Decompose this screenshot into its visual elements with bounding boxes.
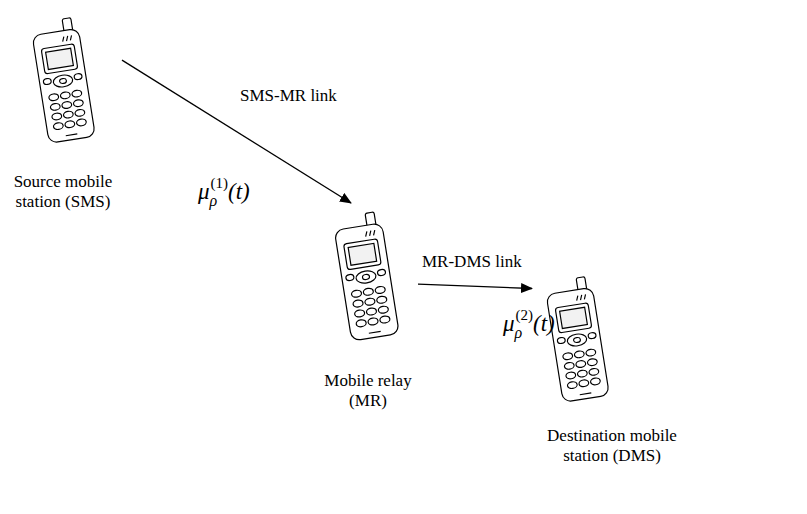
mobile-station: Source mobile station (SMS)	[4, 4, 122, 212]
mobile-station: Destination mobile station (DMS)	[532, 262, 692, 466]
station-caption: Source mobile station (SMS)	[4, 172, 122, 212]
phone-icon	[26, 4, 100, 158]
channel-gain-label: μρ(2)(t)	[503, 300, 555, 348]
phone-icon	[328, 203, 404, 351]
channel-gain-label: μρ(1)(t)	[198, 168, 250, 216]
link-arrow	[418, 284, 532, 288]
phone-icon	[540, 262, 614, 418]
mobile-station: Mobile relay (MR)	[318, 203, 418, 411]
link-label: MR-DMS link	[420, 252, 524, 272]
station-caption: Destination mobile station (DMS)	[532, 426, 692, 466]
station-caption: Mobile relay (MR)	[318, 371, 418, 411]
link-label: SMS-MR link	[238, 86, 339, 106]
